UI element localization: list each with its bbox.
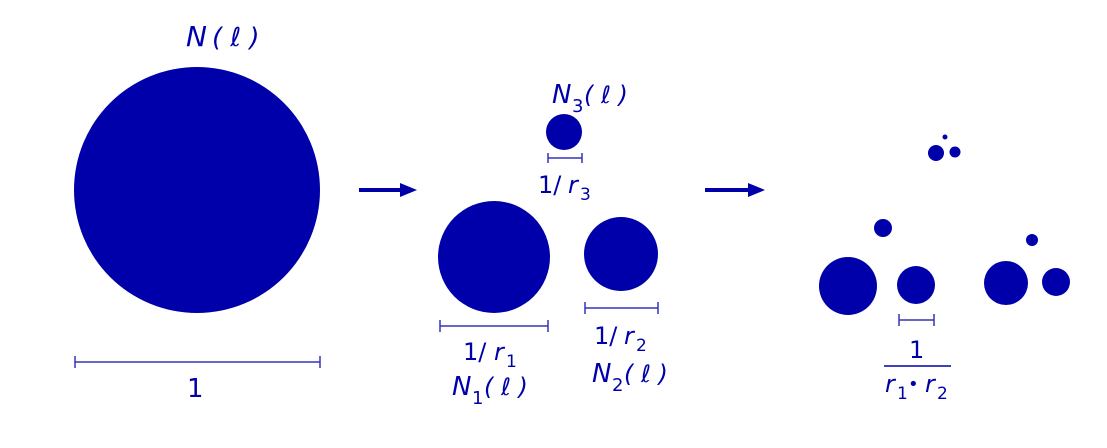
circle-1 <box>438 201 550 313</box>
gen2-circle <box>942 134 948 140</box>
arrow-right-icon <box>359 183 417 197</box>
gen2-circle <box>819 257 877 315</box>
scale-label-r2-var: r <box>624 322 636 350</box>
circle-3 <box>546 114 582 150</box>
scale-bar-r3 <box>547 153 583 163</box>
scale-label-1: 1 <box>187 374 204 404</box>
gen2-circle <box>1042 268 1070 296</box>
circle-initial <box>74 67 320 313</box>
fraction-den-sub2: 2 <box>937 384 948 404</box>
scale-label-r2: 1/ <box>594 322 618 350</box>
scale-bar-r1r2 <box>898 314 935 326</box>
circle-2 <box>584 217 658 291</box>
scale-label-r1-sub: 1 <box>506 352 517 372</box>
n-label: N <box>186 20 207 53</box>
n3-sub: 3 <box>572 96 583 117</box>
scale-label-r2-sub: 2 <box>636 336 647 356</box>
gen2-circle <box>928 145 944 161</box>
fraction-numerator: 1 <box>909 336 924 364</box>
scale-label-r3-var: r <box>568 171 580 199</box>
n2-arg: ( ℓ ) <box>624 360 668 388</box>
n-label-arg: ( ℓ ) <box>212 23 260 53</box>
scale-label-r3: 1/ <box>538 171 562 199</box>
fraction-den-r2: r <box>925 370 937 398</box>
fraction-den-sub1: 1 <box>897 384 908 404</box>
arrow-right-icon <box>705 183 765 197</box>
n3-label: N <box>552 80 571 110</box>
scale-bar-r2 <box>584 302 659 314</box>
gen2-circle <box>984 261 1028 305</box>
scale-label-r3-sub: 3 <box>580 185 591 205</box>
gen2-circle <box>897 266 935 304</box>
n2-label: N <box>592 359 611 389</box>
n3-arg: ( ℓ ) <box>584 81 628 109</box>
scale-label-r1: 1/ <box>463 338 487 366</box>
gen2-circle <box>1026 234 1038 246</box>
fraction-den-r1: r <box>885 370 897 398</box>
fraction-den-dot: • <box>908 374 919 395</box>
scale-bar-r1 <box>439 320 549 332</box>
n1-sub: 1 <box>472 388 483 409</box>
n1-arg: ( ℓ ) <box>484 373 528 401</box>
gen2-circle <box>949 146 961 158</box>
scale-label-r1-var: r <box>494 338 506 366</box>
n1-label: N <box>452 372 471 402</box>
n2-sub: 2 <box>612 375 623 396</box>
scale-bar-1 <box>74 356 321 368</box>
gen2-circle <box>874 219 892 237</box>
